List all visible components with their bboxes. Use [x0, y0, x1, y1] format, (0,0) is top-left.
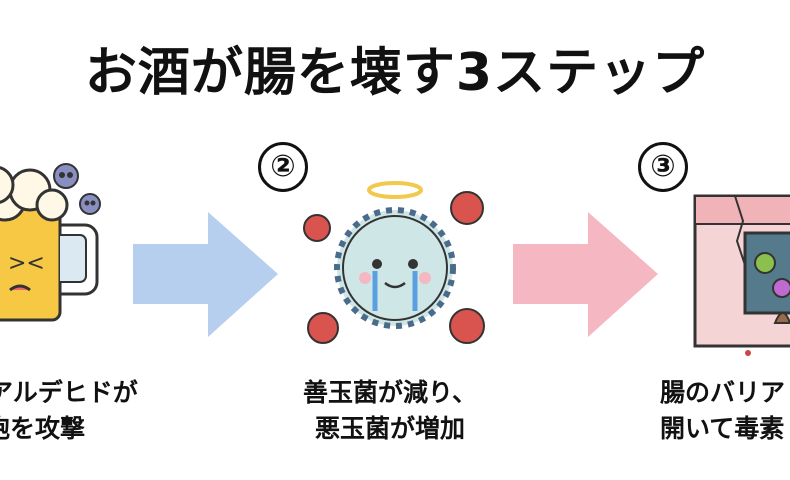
- step-1-line-2: 胞を攻撃: [0, 414, 86, 443]
- arrow-right-icon: [133, 212, 278, 337]
- step-2-line-1: 善玉菌が減り、: [302, 378, 477, 407]
- step-2-line-2: 悪玉菌が増加: [314, 414, 465, 443]
- step-number-2: ②: [258, 142, 308, 192]
- step-number-3: ③: [638, 142, 688, 192]
- step-1-line-1: アルデヒドが: [0, 378, 138, 407]
- page-title: お酒が腸を壊す3ステップ: [84, 43, 706, 103]
- foam: [0, 166, 69, 222]
- arrow-right-icon: [513, 212, 658, 337]
- crying-good-bacteria-illustration: [303, 181, 485, 344]
- svg-text:><: ><: [8, 251, 45, 276]
- step-3-line-1: 腸のバリア: [660, 378, 786, 407]
- step-3-caption: 腸のバリア 開いて毒素: [660, 375, 785, 447]
- step-2-caption: 善玉菌が減り、 悪玉菌が増加: [300, 375, 480, 447]
- beer-mug-illustration: ><: [0, 166, 99, 322]
- step-1-caption: アルデヒドが 胞を攻撃: [0, 375, 138, 447]
- broken-gut-barrier-illustration: [693, 194, 790, 356]
- step-3-line-2: 開いて毒素: [660, 414, 785, 443]
- skull-icon: [53, 163, 101, 215]
